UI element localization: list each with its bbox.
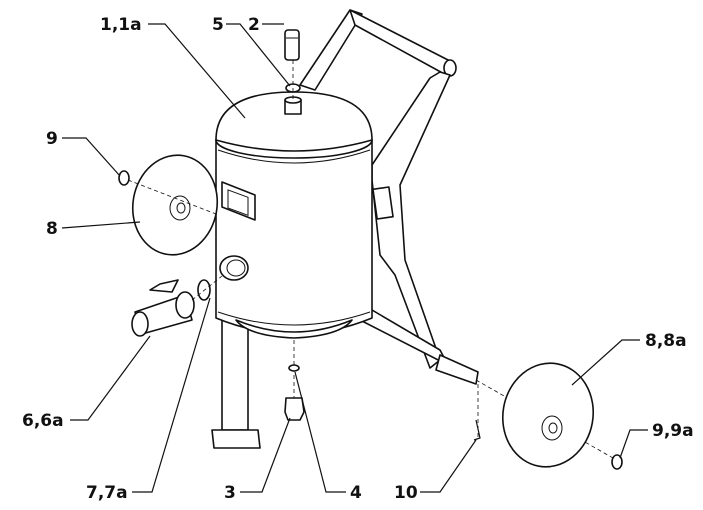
callout-wheel-nut-left: 9 xyxy=(46,129,58,149)
ball-valve-part xyxy=(131,275,223,337)
handle-frame xyxy=(299,9,479,385)
callout-bottom-seal: 4 xyxy=(350,483,362,503)
callout-wheel-nut-right: 9,9a xyxy=(652,421,694,441)
callout-nozzle-top: 2 xyxy=(248,15,260,35)
callout-wheel-left: 8 xyxy=(46,219,58,239)
wheel-right-part xyxy=(473,362,623,470)
callout-bottom-fitting: 3 xyxy=(224,483,236,503)
callout-ball-valve: 6,6a xyxy=(22,411,64,431)
pressure-tank xyxy=(215,91,373,339)
callout-seal-top: 5 xyxy=(212,15,224,35)
bottom-fitting-part xyxy=(284,340,305,421)
callout-wheel-right: 8,8a xyxy=(645,331,687,351)
wheel-left-part xyxy=(118,154,219,256)
nozzle-top-part xyxy=(284,29,301,100)
callout-cotter-pin: 10 xyxy=(394,483,418,503)
callout-valve-seal: 7,7a xyxy=(86,483,128,503)
callout-tank: 1,1a xyxy=(100,15,142,35)
leader-lines xyxy=(61,23,648,493)
